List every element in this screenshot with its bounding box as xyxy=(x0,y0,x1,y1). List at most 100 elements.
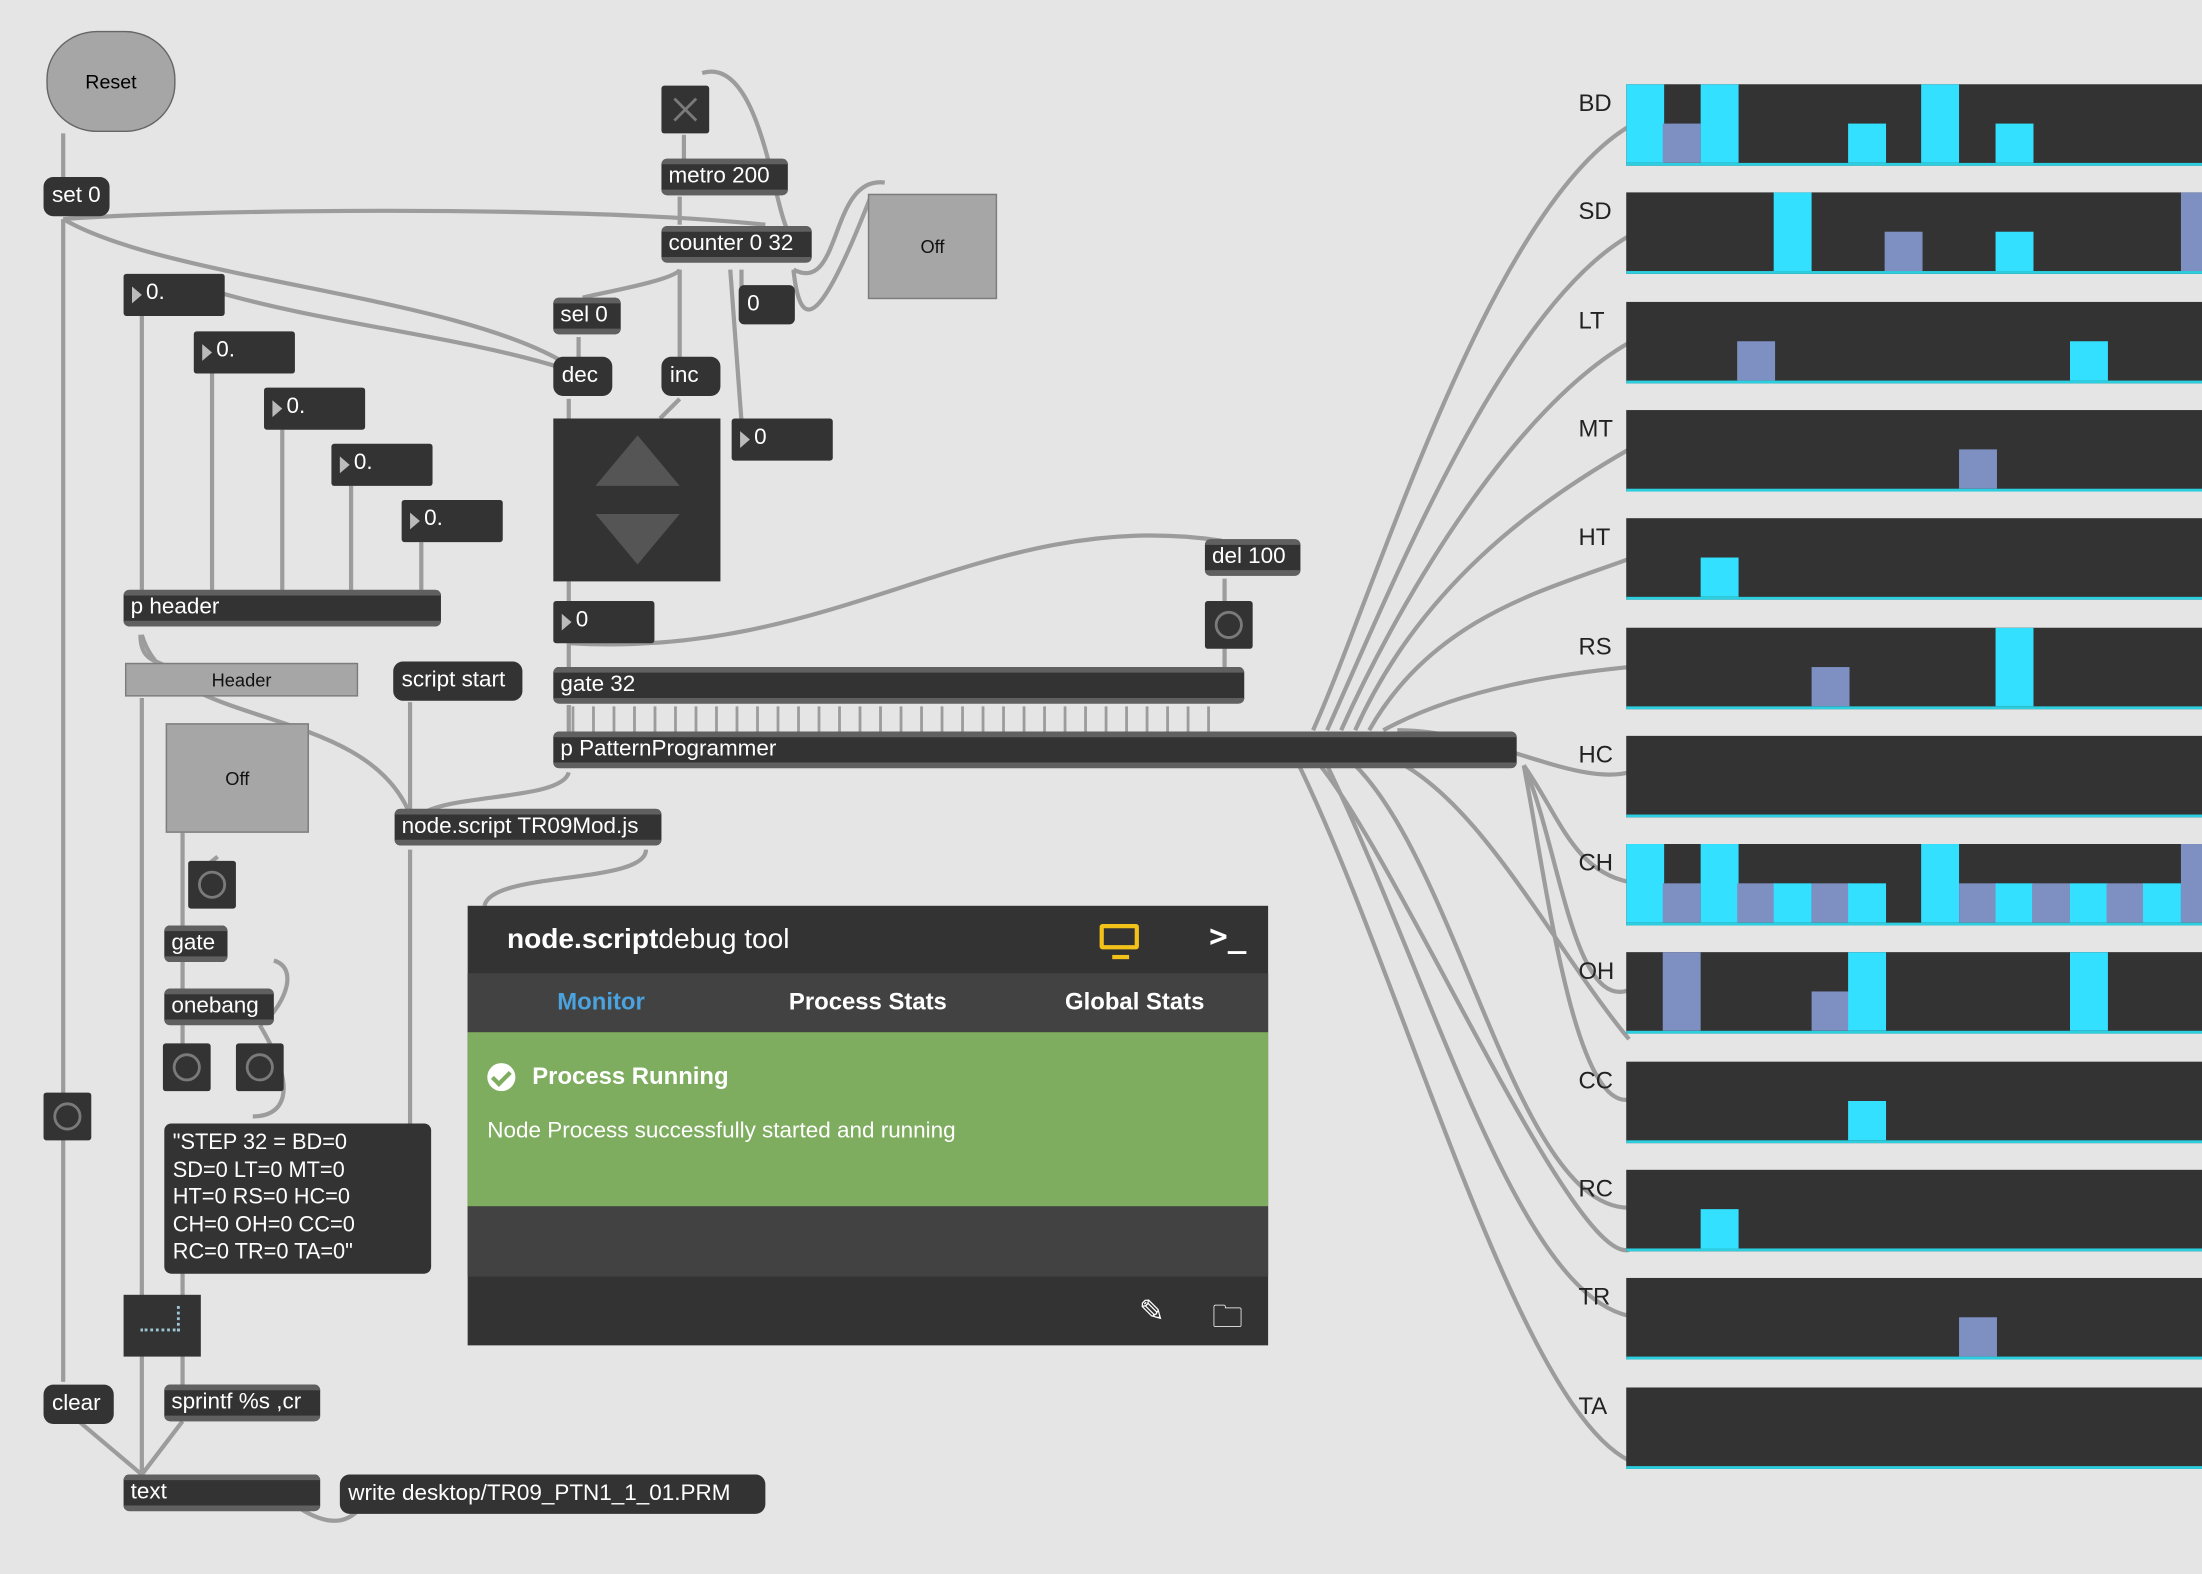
step-cell[interactable] xyxy=(2069,952,2108,1031)
bang-button-1[interactable] xyxy=(188,860,236,909)
step-cell[interactable] xyxy=(1626,844,1665,923)
bang-button-left[interactable] xyxy=(43,1092,92,1141)
step-message-box[interactable]: "STEP 32 = BD=0 SD=0 LT=0 MT=0 HT=0 RS=0… xyxy=(164,1123,432,1274)
step-cell[interactable] xyxy=(1884,231,1923,272)
step-up-down-control[interactable] xyxy=(553,418,721,582)
step-cell[interactable] xyxy=(2069,341,2108,381)
step-cell[interactable] xyxy=(1848,883,1887,923)
sprintf-object[interactable]: sprintf %s ,cr xyxy=(164,1384,321,1422)
reset-button[interactable]: Reset xyxy=(46,30,176,133)
step-cell[interactable] xyxy=(1995,883,2034,923)
tab-monitor[interactable]: Monitor xyxy=(557,988,645,1016)
step-cell[interactable] xyxy=(1959,1317,1997,1357)
step-sequencer-cc[interactable] xyxy=(1626,1061,2202,1144)
step-sequencer-ht[interactable] xyxy=(1626,518,2202,600)
step-sequencer-hc[interactable] xyxy=(1626,735,2202,818)
step-sequencer-rc[interactable] xyxy=(1626,1169,2202,1252)
step-sequencer-oh[interactable] xyxy=(1626,952,2202,1034)
p-header-subpatch[interactable]: p header xyxy=(123,589,441,627)
step-cell[interactable] xyxy=(2143,883,2181,923)
inc-message[interactable]: inc xyxy=(661,356,721,397)
sel-object[interactable]: sel 0 xyxy=(553,297,621,335)
folder-icon[interactable]: 🗀 xyxy=(1211,1299,1243,1335)
step-cell[interactable] xyxy=(1662,952,1701,1031)
terminal-icon[interactable]: >_ xyxy=(1209,919,1247,955)
step-cell[interactable] xyxy=(1959,449,1997,489)
step-cell[interactable] xyxy=(1848,123,1887,163)
pattern-programmer-subpatch[interactable]: p PatternProgrammer xyxy=(553,731,1517,769)
step-cell[interactable] xyxy=(1662,123,1701,163)
float-box-2[interactable]: 0. xyxy=(193,331,295,374)
step-cell[interactable] xyxy=(2180,844,2202,923)
gate-off-toggle[interactable]: Off xyxy=(165,723,309,833)
tab-process-stats[interactable]: Process Stats xyxy=(788,988,947,1016)
step-sequencer-tr[interactable] xyxy=(1626,1277,2202,1360)
step-cell[interactable] xyxy=(1995,627,2034,707)
counter-object[interactable]: counter 0 32 xyxy=(661,226,812,263)
header-button[interactable]: Header xyxy=(124,662,359,697)
step-cell[interactable] xyxy=(2106,883,2145,923)
step-cell[interactable] xyxy=(1700,1209,1739,1249)
step-cell[interactable] xyxy=(1811,883,1850,923)
float-box-3[interactable]: 0. xyxy=(264,387,366,430)
step-cell[interactable] xyxy=(1995,123,2034,163)
metro-toggle[interactable] xyxy=(661,85,710,134)
step-cell[interactable] xyxy=(1959,883,1997,923)
gate-object[interactable]: gate xyxy=(164,925,228,962)
step-cell[interactable] xyxy=(1921,84,1960,163)
bang-button-2[interactable] xyxy=(162,1043,211,1092)
edit-icon[interactable]: ✎ xyxy=(1138,1293,1165,1329)
step-cell[interactable] xyxy=(1626,84,1665,163)
counter-number-box[interactable]: 0 xyxy=(738,285,795,325)
step-cell[interactable] xyxy=(1737,341,1776,381)
step-cell[interactable] xyxy=(1811,667,1850,707)
set-zero-message[interactable]: set 0 xyxy=(43,176,110,217)
float-box-4[interactable]: 0. xyxy=(331,443,433,486)
write-file-message[interactable]: write desktop/TR09_PTN1_1_01.PRM xyxy=(339,1474,766,1514)
right-number-box[interactable]: 0 xyxy=(731,418,833,461)
step-cell[interactable] xyxy=(1848,952,1887,1031)
decrement-arrow-icon[interactable] xyxy=(595,513,680,565)
dec-message[interactable]: dec xyxy=(553,356,613,397)
onebang-object[interactable]: onebang xyxy=(164,988,274,1026)
step-cell[interactable] xyxy=(2180,192,2202,272)
bang-button-3[interactable] xyxy=(235,1043,284,1092)
monitor-icon[interactable] xyxy=(1099,924,1139,960)
step-cell[interactable] xyxy=(1700,557,1739,597)
step-sequencer-mt[interactable] xyxy=(1626,410,2202,492)
step-cell[interactable] xyxy=(1662,883,1701,923)
step-sequencer-ta[interactable] xyxy=(1626,1387,2202,1469)
gate-32-object[interactable]: gate 32 xyxy=(553,667,1245,704)
del-object[interactable]: del 100 xyxy=(1204,539,1301,576)
text-object[interactable]: text xyxy=(123,1474,321,1512)
increment-arrow-icon[interactable] xyxy=(595,435,680,486)
step-cell[interactable] xyxy=(1773,192,1812,272)
step-number-box[interactable]: 0 xyxy=(553,601,655,644)
step-cell[interactable] xyxy=(2069,883,2108,923)
float-box-1[interactable]: 0. xyxy=(123,273,225,316)
step-cell[interactable] xyxy=(1737,883,1776,923)
step-cell[interactable] xyxy=(1848,1101,1887,1141)
clear-message[interactable]: clear xyxy=(43,1384,114,1425)
step-sequencer-ch[interactable] xyxy=(1626,844,2202,926)
step-cell[interactable] xyxy=(1700,84,1739,163)
step-sequencer-lt[interactable] xyxy=(1626,301,2202,384)
step-cell[interactable] xyxy=(1811,991,1850,1031)
del-bang-button[interactable] xyxy=(1204,601,1253,649)
step-cell[interactable] xyxy=(2032,883,2070,923)
node-script-object[interactable]: node.script TR09Mod.js xyxy=(394,808,662,846)
step-cell[interactable] xyxy=(1921,844,1960,923)
metro-object[interactable]: metro 200 xyxy=(661,158,788,196)
step-sequencer-rs[interactable] xyxy=(1626,627,2202,710)
off-toggle-button[interactable]: Off xyxy=(867,193,998,300)
panel-box[interactable] xyxy=(123,1294,201,1357)
step-cell[interactable] xyxy=(1773,883,1812,923)
script-start-message[interactable]: script start xyxy=(393,661,523,701)
step-sequencer-bd[interactable] xyxy=(1626,84,2202,166)
step-cell[interactable] xyxy=(1995,231,2034,272)
step-cell[interactable] xyxy=(1700,844,1739,923)
tab-global-stats[interactable]: Global Stats xyxy=(1065,988,1205,1016)
float-box-5[interactable]: 0. xyxy=(401,499,503,543)
step-sequencer-sd[interactable] xyxy=(1626,192,2202,274)
